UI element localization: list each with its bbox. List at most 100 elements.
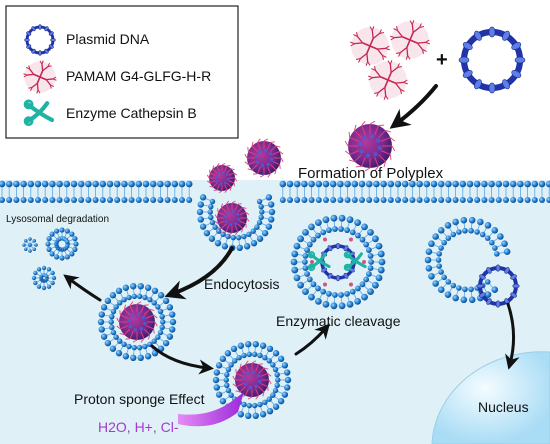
cleaved-fragment bbox=[349, 237, 353, 242]
arrow-nucleus bbox=[505, 302, 520, 370]
cleaved-fragment bbox=[362, 260, 366, 264]
membrane-lipid-inner bbox=[452, 197, 459, 203]
membrane-lipid-outer bbox=[322, 180, 330, 188]
arrow-cleavage bbox=[294, 323, 330, 356]
membrane-lipid-inner bbox=[351, 197, 358, 203]
cleaved-fragment bbox=[323, 282, 327, 287]
membrane-lipid-inner bbox=[99, 197, 106, 203]
membrane-lipid-outer bbox=[452, 180, 459, 188]
membrane-lipid-outer bbox=[373, 180, 380, 188]
membrane-lipid-outer bbox=[142, 180, 150, 188]
membrane-lipid-inner bbox=[438, 197, 445, 203]
membrane-lipid-outer bbox=[481, 180, 488, 188]
membrane-lipid-outer bbox=[178, 180, 186, 188]
membrane-lipid-inner bbox=[495, 197, 502, 203]
legend-enzyme-symbol bbox=[23, 99, 55, 127]
legend-plasmid-icon bbox=[24, 24, 56, 56]
membrane-lipid-inner bbox=[128, 197, 135, 203]
internalizing-polyplex bbox=[214, 200, 250, 236]
membrane-lipid-outer bbox=[135, 180, 143, 188]
legend: Plasmid DNA PAMAM G4-GLFG-H-R Enzyme Cat… bbox=[5, 5, 239, 139]
membrane-lipid-inner bbox=[409, 197, 416, 203]
membrane-lipid-inner bbox=[510, 197, 517, 203]
membrane-lipid-outer bbox=[99, 180, 107, 188]
membrane-lipid-inner bbox=[287, 197, 293, 203]
membrane-lipid-outer bbox=[128, 180, 135, 188]
endocytic-pit-membrane bbox=[196, 194, 276, 252]
membrane-lipid-outer bbox=[49, 180, 56, 188]
membrane-lipid-outer bbox=[344, 180, 351, 188]
cleavage-label: Enzymatic cleavage bbox=[276, 313, 401, 329]
membrane-lipid-inner bbox=[423, 197, 430, 203]
cleavage-enzyme-right bbox=[343, 251, 367, 272]
legend-enzyme-icon bbox=[23, 99, 55, 127]
membrane-lipid-inner bbox=[387, 197, 394, 203]
membrane-lipid-inner bbox=[359, 197, 365, 203]
membrane-lipid-outer bbox=[416, 180, 423, 188]
membrane-lipid-outer bbox=[423, 180, 431, 188]
membrane-lipid-outer bbox=[459, 180, 467, 188]
membrane-lipid-outer bbox=[279, 180, 287, 188]
endocytosis-label: Endocytosis bbox=[204, 276, 279, 292]
proton-label: Proton sponge Effect bbox=[74, 391, 205, 407]
arrow-proton bbox=[150, 344, 214, 375]
membrane-lipid-inner bbox=[488, 197, 495, 203]
legend-enzyme-label: Enzyme Cathepsin B bbox=[66, 105, 197, 121]
membrane-lipid-inner bbox=[6, 197, 13, 203]
swelling-endosome-polyplex bbox=[232, 360, 272, 400]
membrane-lipid-outer bbox=[358, 180, 366, 188]
membrane-lipid-outer bbox=[315, 180, 323, 188]
process-arrows bbox=[63, 84, 520, 375]
membrane-lipid-outer bbox=[495, 180, 503, 188]
membrane-lipid-outer bbox=[56, 180, 63, 188]
endosome bbox=[97, 282, 177, 362]
membrane-lipid-inner bbox=[395, 197, 401, 203]
membrane-lipid-outer bbox=[106, 180, 114, 188]
membrane-lipid-outer bbox=[20, 180, 27, 188]
cleavage-vesicle bbox=[290, 214, 386, 310]
membrane-lipid-inner bbox=[467, 197, 473, 203]
membrane-lipid-inner bbox=[150, 197, 157, 203]
cleaved-fragment bbox=[310, 260, 314, 264]
membrane-lipid-inner bbox=[301, 197, 308, 203]
membrane-lipid-inner bbox=[35, 197, 41, 203]
free-dendrimer-2 bbox=[390, 20, 430, 60]
membrane-lipid-outer bbox=[466, 180, 474, 188]
membrane-lipid-inner bbox=[380, 197, 387, 203]
membrane-lipid-outer bbox=[531, 180, 539, 188]
lysosome-fragment-small bbox=[31, 265, 57, 291]
free-dendrimer-3 bbox=[368, 60, 408, 100]
membrane-lipid-outer bbox=[293, 180, 301, 188]
membrane-lipid-outer bbox=[27, 180, 35, 188]
membrane-lipid-inner bbox=[546, 197, 550, 203]
membrane-lipid-outer bbox=[286, 180, 294, 188]
membrane-lipid-inner bbox=[323, 197, 329, 203]
legend-plasmid-label: Plasmid DNA bbox=[66, 31, 150, 47]
membrane-lipid-outer bbox=[149, 180, 157, 188]
membrane-lipid-outer bbox=[41, 180, 49, 188]
membrane-lipid-outer bbox=[394, 180, 402, 188]
opening-vesicle bbox=[424, 216, 511, 304]
membrane-lipid-inner bbox=[474, 197, 481, 203]
membrane-lipid-inner bbox=[114, 197, 121, 203]
formation-label: Formation of Polyplex bbox=[298, 165, 444, 182]
membrane-lipid-inner bbox=[524, 197, 531, 203]
membrane-lipid-inner bbox=[416, 197, 423, 203]
membrane-lipid-outer bbox=[85, 180, 92, 188]
membrane-lipid-outer bbox=[351, 180, 359, 188]
membrane-lipid-outer bbox=[70, 180, 78, 188]
arrow-to-polyplex bbox=[389, 84, 438, 129]
membrane-lipid-inner bbox=[121, 197, 128, 203]
membrane-lipid-outer bbox=[380, 180, 387, 188]
membrane-lipid-outer bbox=[301, 180, 308, 188]
membrane-lipid-inner bbox=[373, 197, 380, 203]
membrane-lipid-inner bbox=[279, 197, 286, 203]
membrane-lipid-inner bbox=[330, 197, 337, 203]
membrane-lipid-outer bbox=[308, 180, 315, 188]
cleavage-plasmid bbox=[318, 242, 358, 282]
membrane-lipid-inner bbox=[157, 197, 164, 203]
legend-pamam-icon bbox=[23, 60, 57, 94]
membrane-lipid-outer bbox=[473, 180, 481, 188]
membrane-lipid-outer bbox=[488, 180, 495, 188]
